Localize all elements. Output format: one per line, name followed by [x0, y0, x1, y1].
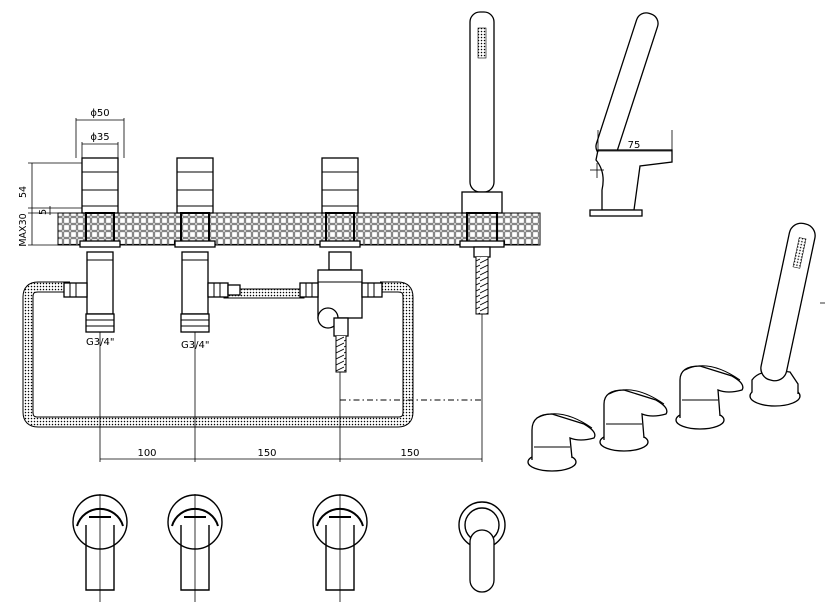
- spacing-dims: 100 150 150: [100, 448, 482, 460]
- valve-left: [63, 157, 121, 333]
- dim-spacing-1: 100: [137, 448, 156, 459]
- top-view-valve-1: [72, 494, 128, 602]
- diverter-valve: [299, 157, 383, 373]
- dim-spacing-2: 150: [257, 448, 276, 459]
- dim-max-deck: MAX30: [18, 213, 29, 246]
- perspective-set: [527, 222, 816, 472]
- valve-middle: [174, 157, 241, 333]
- top-diameter-dims: ϕ50 ϕ35: [75, 108, 125, 158]
- dim-dia-outer: ϕ50: [90, 108, 109, 119]
- dim-height-5: 5: [38, 209, 49, 215]
- shower-handset-side: [459, 11, 505, 315]
- left-height-dims: 54 5 MAX30: [18, 162, 82, 247]
- dim-height-54: 54: [18, 186, 29, 198]
- top-view-valve-2: [167, 494, 223, 602]
- thread-mid-label: G3/4": [181, 340, 209, 351]
- dim-dia-inner: ϕ35: [90, 132, 109, 143]
- thread-labels: G3/4" G3/4": [86, 337, 209, 351]
- deck-slab: [57, 212, 541, 246]
- vertical-center-lines: [99, 300, 483, 462]
- top-view-handset: [458, 501, 506, 593]
- dim-spout-75: 75: [628, 140, 641, 151]
- thread-left-label: G3/4": [86, 337, 114, 348]
- handset-holder-side: 75: [589, 12, 673, 217]
- dim-spacing-3: 150: [400, 448, 419, 459]
- top-view-diverter: [312, 494, 368, 602]
